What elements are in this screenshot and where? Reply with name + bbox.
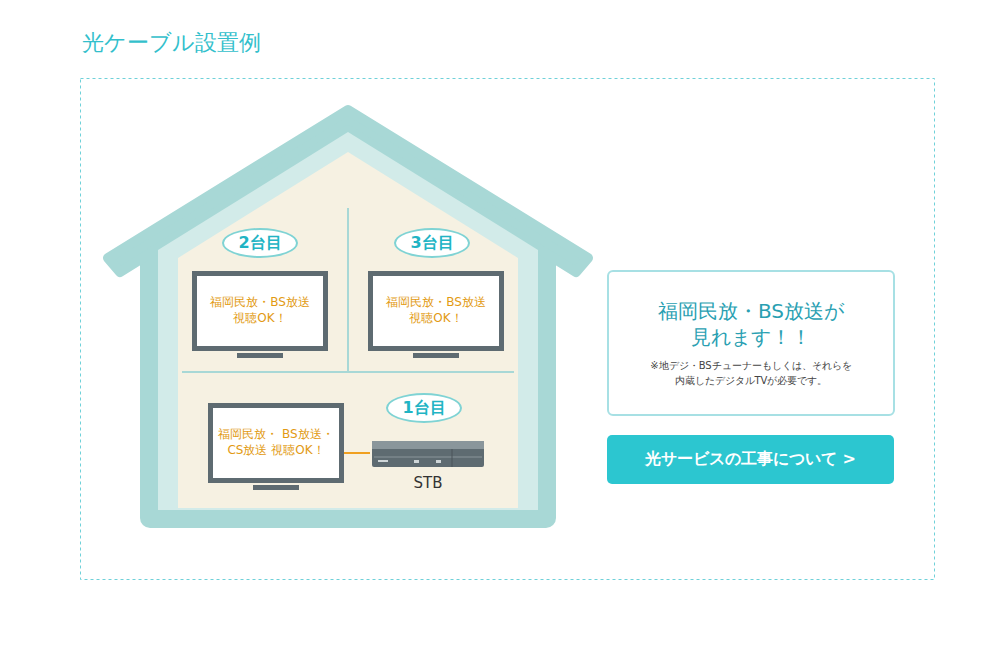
house	[108, 110, 588, 528]
node-text: ※地デジ・BSチューナーもしくは、それらを 内蔵したデジタルTVが必要です。	[620, 358, 882, 388]
tv-screen: 福岡民放・BS放送 視聴OK！	[192, 271, 328, 351]
tv-screen: 福岡民放・ BS放送・CS放送 視聴OK！	[208, 403, 344, 483]
stb-body	[370, 438, 486, 468]
device-badge: 3台目	[394, 228, 470, 258]
badge-label: 1台目	[402, 398, 445, 419]
tv-screen: 福岡民放・BS放送 視聴OK！	[368, 271, 504, 351]
tv-caption: 福岡民放・BS放送 視聴OK！	[201, 295, 319, 326]
page-title: 光ケーブル設置例	[82, 28, 261, 58]
tv-caption: 福岡民放・ BS放送・CS放送 視聴OK！	[217, 427, 335, 458]
frame-border	[81, 79, 935, 580]
cable-line	[344, 452, 370, 454]
badge-label: 2台目	[238, 233, 281, 254]
node-text: 福岡民放・BS放送が 見れます！！	[620, 298, 882, 350]
set-top-box: STB	[370, 438, 486, 498]
tv-caption: 福岡民放・BS放送 視聴OK！	[377, 295, 495, 326]
device-badge: 2台目	[222, 228, 298, 258]
badge-label: 3台目	[410, 233, 453, 254]
link-button: 光サービスの工事について >	[607, 435, 894, 484]
device-badge: 1台目	[386, 393, 462, 423]
node-text: STB	[370, 474, 486, 492]
info-box: 福岡民放・BS放送が 見れます！！ ※地デジ・BSチューナーもしくは、それらを 内…	[607, 270, 895, 416]
node-text: 光サービスの工事について >	[645, 449, 856, 470]
